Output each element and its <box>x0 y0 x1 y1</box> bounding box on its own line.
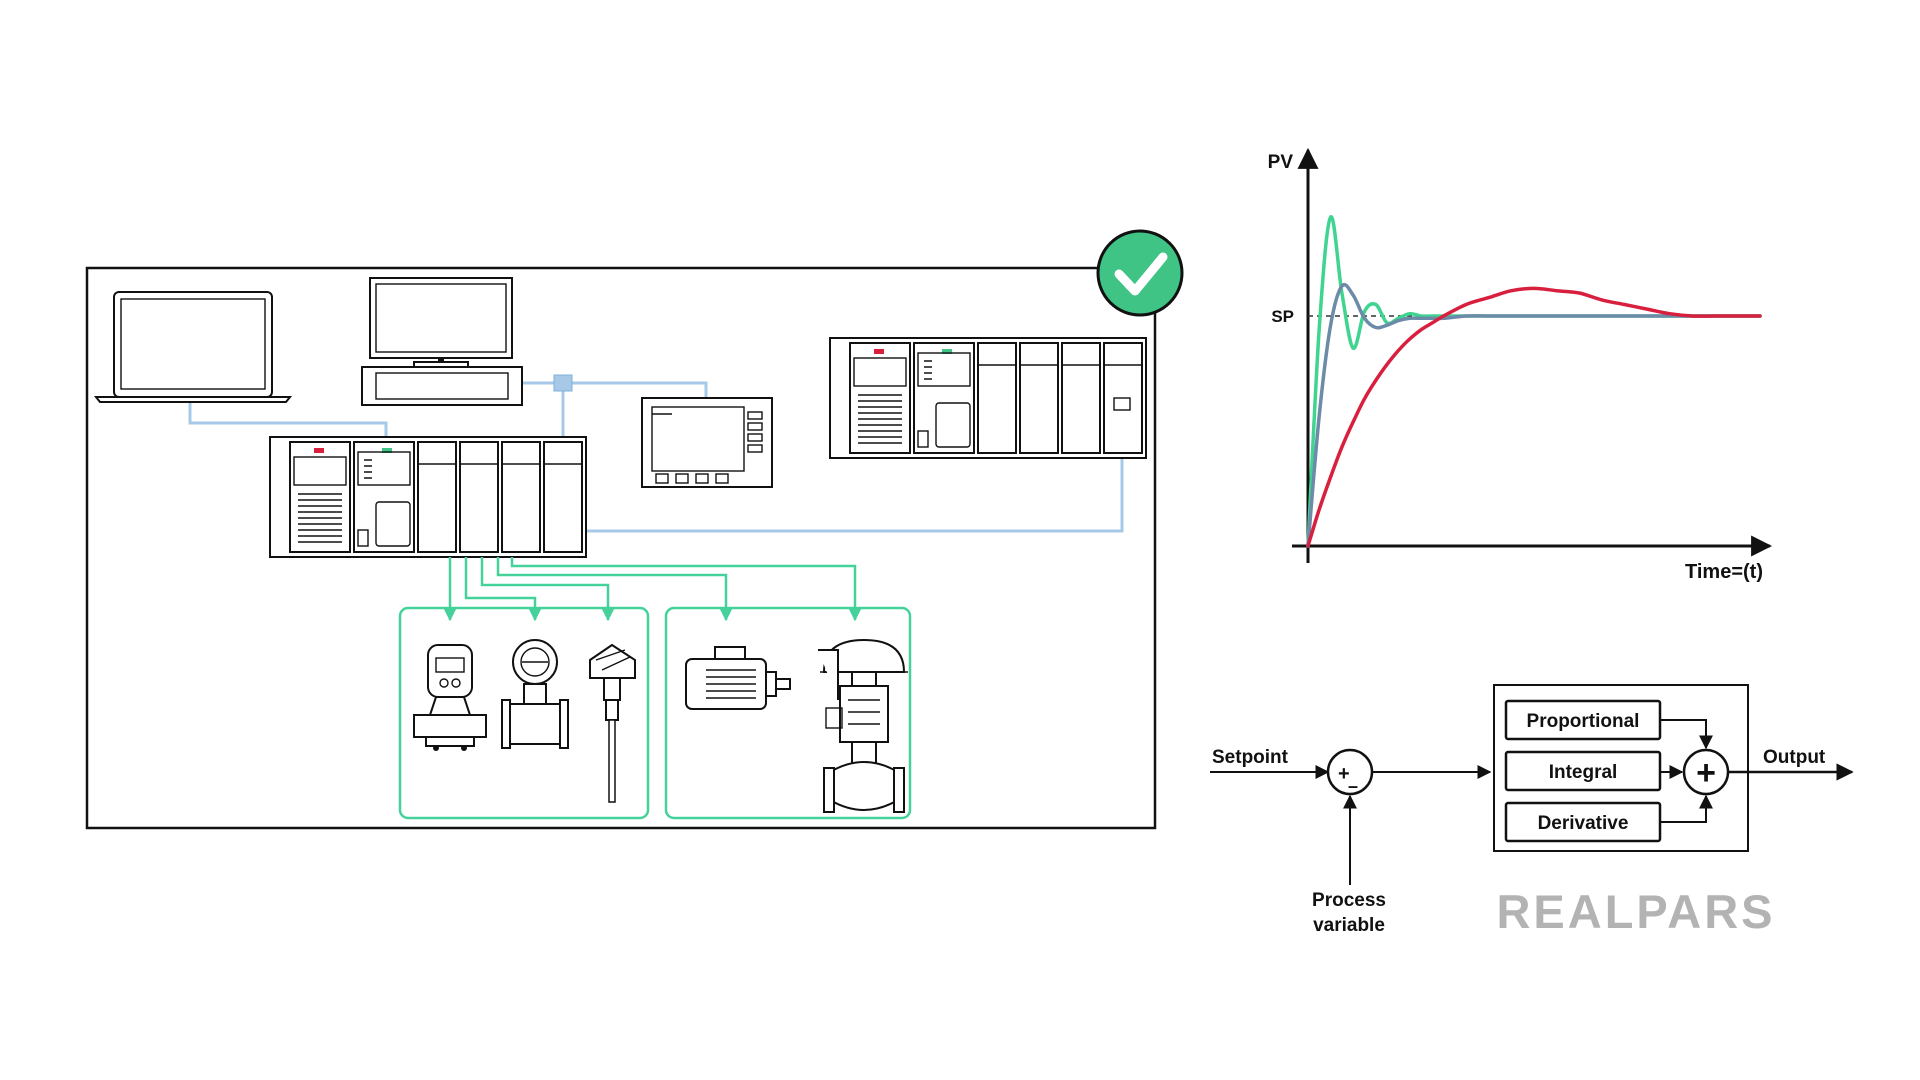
temperature-sensor-icon <box>589 643 636 803</box>
process-variable-label-line2: variable <box>1313 915 1385 936</box>
setpoint-label: Setpoint <box>1212 747 1289 768</box>
pressure-transmitter-icon <box>413 644 487 751</box>
derivative-to-sum-arrow <box>1660 794 1713 823</box>
step-response-chart: PV SP Time=(t) <box>1268 147 1773 583</box>
output-sum-sign: + <box>1696 754 1716 792</box>
realpars-logo: REALPARS <box>1496 885 1775 938</box>
proportional-label: Proportional <box>1527 711 1640 732</box>
derivative-label: Derivative <box>1538 813 1629 834</box>
summing-plus-sign: + <box>1338 763 1350 785</box>
integral-block: Integral <box>1504 750 1662 792</box>
control-architecture-panel <box>85 229 1184 830</box>
process-variable-label-line1: Process <box>1312 890 1386 911</box>
proportional-to-sum-arrow <box>1660 719 1713 750</box>
workstation-icon <box>361 277 523 406</box>
summing-minus-sign: – <box>1348 776 1358 796</box>
flow-meter-icon <box>501 639 569 749</box>
laptop-icon <box>93 291 293 403</box>
output-label: Output <box>1763 747 1826 768</box>
control-valve-icon <box>818 638 908 813</box>
hmi-panel-icon <box>641 397 773 488</box>
remote-plc-rack-icon <box>829 337 1147 459</box>
setpoint-tick-label: SP <box>1271 307 1294 326</box>
green-check-icon <box>1096 229 1184 317</box>
plc-rack-icon <box>269 436 587 558</box>
x-axis-label: Time=(t) <box>1685 561 1763 583</box>
response-series-line-2 <box>1306 282 1762 548</box>
motor-icon <box>685 646 791 710</box>
y-axis-label: PV <box>1268 152 1294 173</box>
pid-block-diagram: Setpoint + – Process variable Proportion… <box>1210 684 1854 936</box>
derivative-block: Derivative <box>1504 801 1662 843</box>
io-wiring <box>398 557 912 820</box>
response-series-line-3 <box>1306 286 1762 548</box>
proportional-block: Proportional <box>1504 699 1662 741</box>
integral-label: Integral <box>1549 762 1618 783</box>
